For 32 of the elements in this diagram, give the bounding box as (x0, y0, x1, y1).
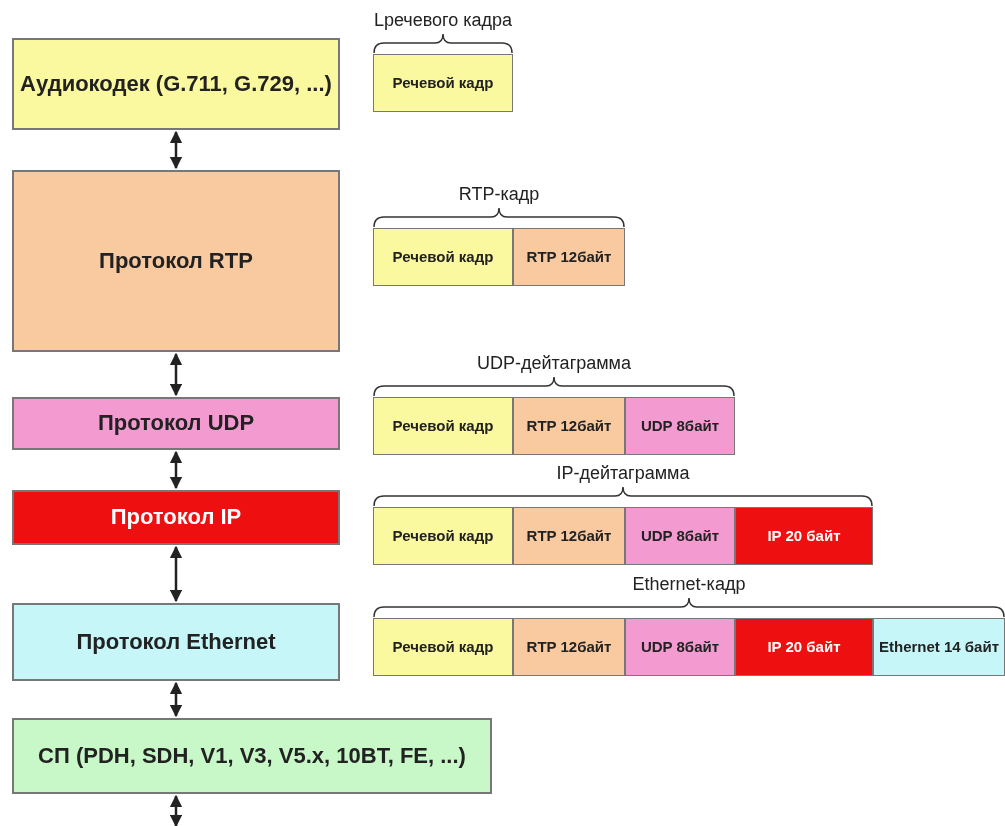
header-field-cell: RTP 12байт (513, 397, 625, 455)
header-field-cell: Речевой кадр (373, 397, 513, 455)
frame-title: RTP-кадр (457, 183, 541, 206)
protocol-layer-box: СП (PDH, SDH, V1, V3, V5.x, 10BT, FE, ...) (12, 718, 492, 794)
double-arrow (169, 352, 183, 397)
header-field-cell: IP 20 байт (735, 507, 873, 565)
double-arrow (169, 681, 183, 718)
protocol-layer-box: Протокол IP (12, 490, 340, 545)
header-field-cell: Речевой кадр (373, 507, 513, 565)
frame-title: IP-дейтаграмма (555, 462, 691, 485)
header-field-cell: UDP 8байт (625, 618, 735, 676)
double-arrow (169, 450, 183, 490)
frame-title: Ethernet-кадр (631, 573, 747, 596)
header-field-cell: IP 20 байт (735, 618, 873, 676)
double-arrow (169, 130, 183, 170)
frame-title: Lречевого кадра (373, 9, 513, 32)
header-field-cell: RTP 12байт (513, 507, 625, 565)
header-field-cell: UDP 8байт (625, 397, 735, 455)
frame-title: UDP-дейтаграмма (476, 352, 632, 375)
protocol-layer-box: Протокол UDP (12, 397, 340, 450)
header-field-cell: Ethernet 14 байт (873, 618, 1005, 676)
double-arrow (169, 545, 183, 603)
header-field-cell: RTP 12байт (513, 228, 625, 286)
protocol-layer-box: Протокол RTP (12, 170, 340, 352)
protocol-layer-box: Протокол Ethernet (12, 603, 340, 681)
header-field-cell: RTP 12байт (513, 618, 625, 676)
header-field-cell: Речевой кадр (373, 54, 513, 112)
protocol-layer-box: Аудиокодек (G.711, G.729, ...) (12, 38, 340, 130)
double-arrow (169, 794, 183, 826)
header-field-cell: Речевой кадр (373, 228, 513, 286)
header-field-cell: Речевой кадр (373, 618, 513, 676)
header-field-cell: UDP 8байт (625, 507, 735, 565)
